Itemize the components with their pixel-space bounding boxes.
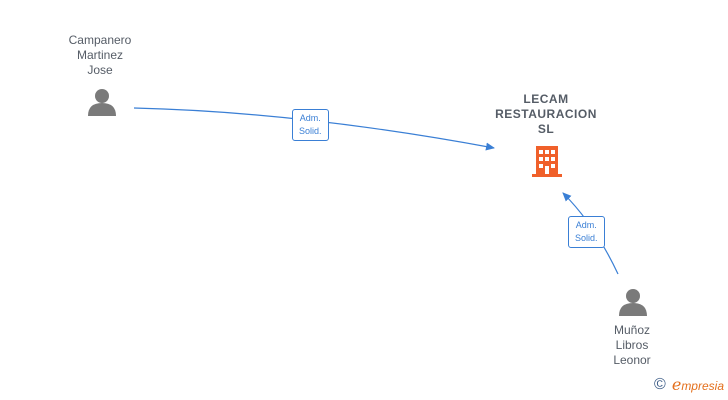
edge-label-munoz: Adm. Solid.: [568, 216, 605, 248]
brand-initial: e: [671, 375, 682, 394]
building-icon[interactable]: [532, 146, 562, 177]
person-name-munoz[interactable]: Muñoz Libros Leonor: [613, 323, 651, 367]
brand-logo[interactable]: empresia: [672, 375, 724, 394]
copyright-icon: ©: [654, 375, 666, 393]
edge-label-campanero: Adm. Solid.: [292, 109, 329, 141]
person-icon[interactable]: [619, 289, 647, 316]
person-icon[interactable]: [88, 89, 116, 116]
person-name-campanero[interactable]: Campanero Martinez Jose: [68, 33, 132, 77]
brand-rest: mpresia: [681, 379, 724, 393]
company-name[interactable]: LECAM RESTAURACION SL: [495, 92, 597, 136]
footer-brand: © empresia: [654, 375, 724, 394]
